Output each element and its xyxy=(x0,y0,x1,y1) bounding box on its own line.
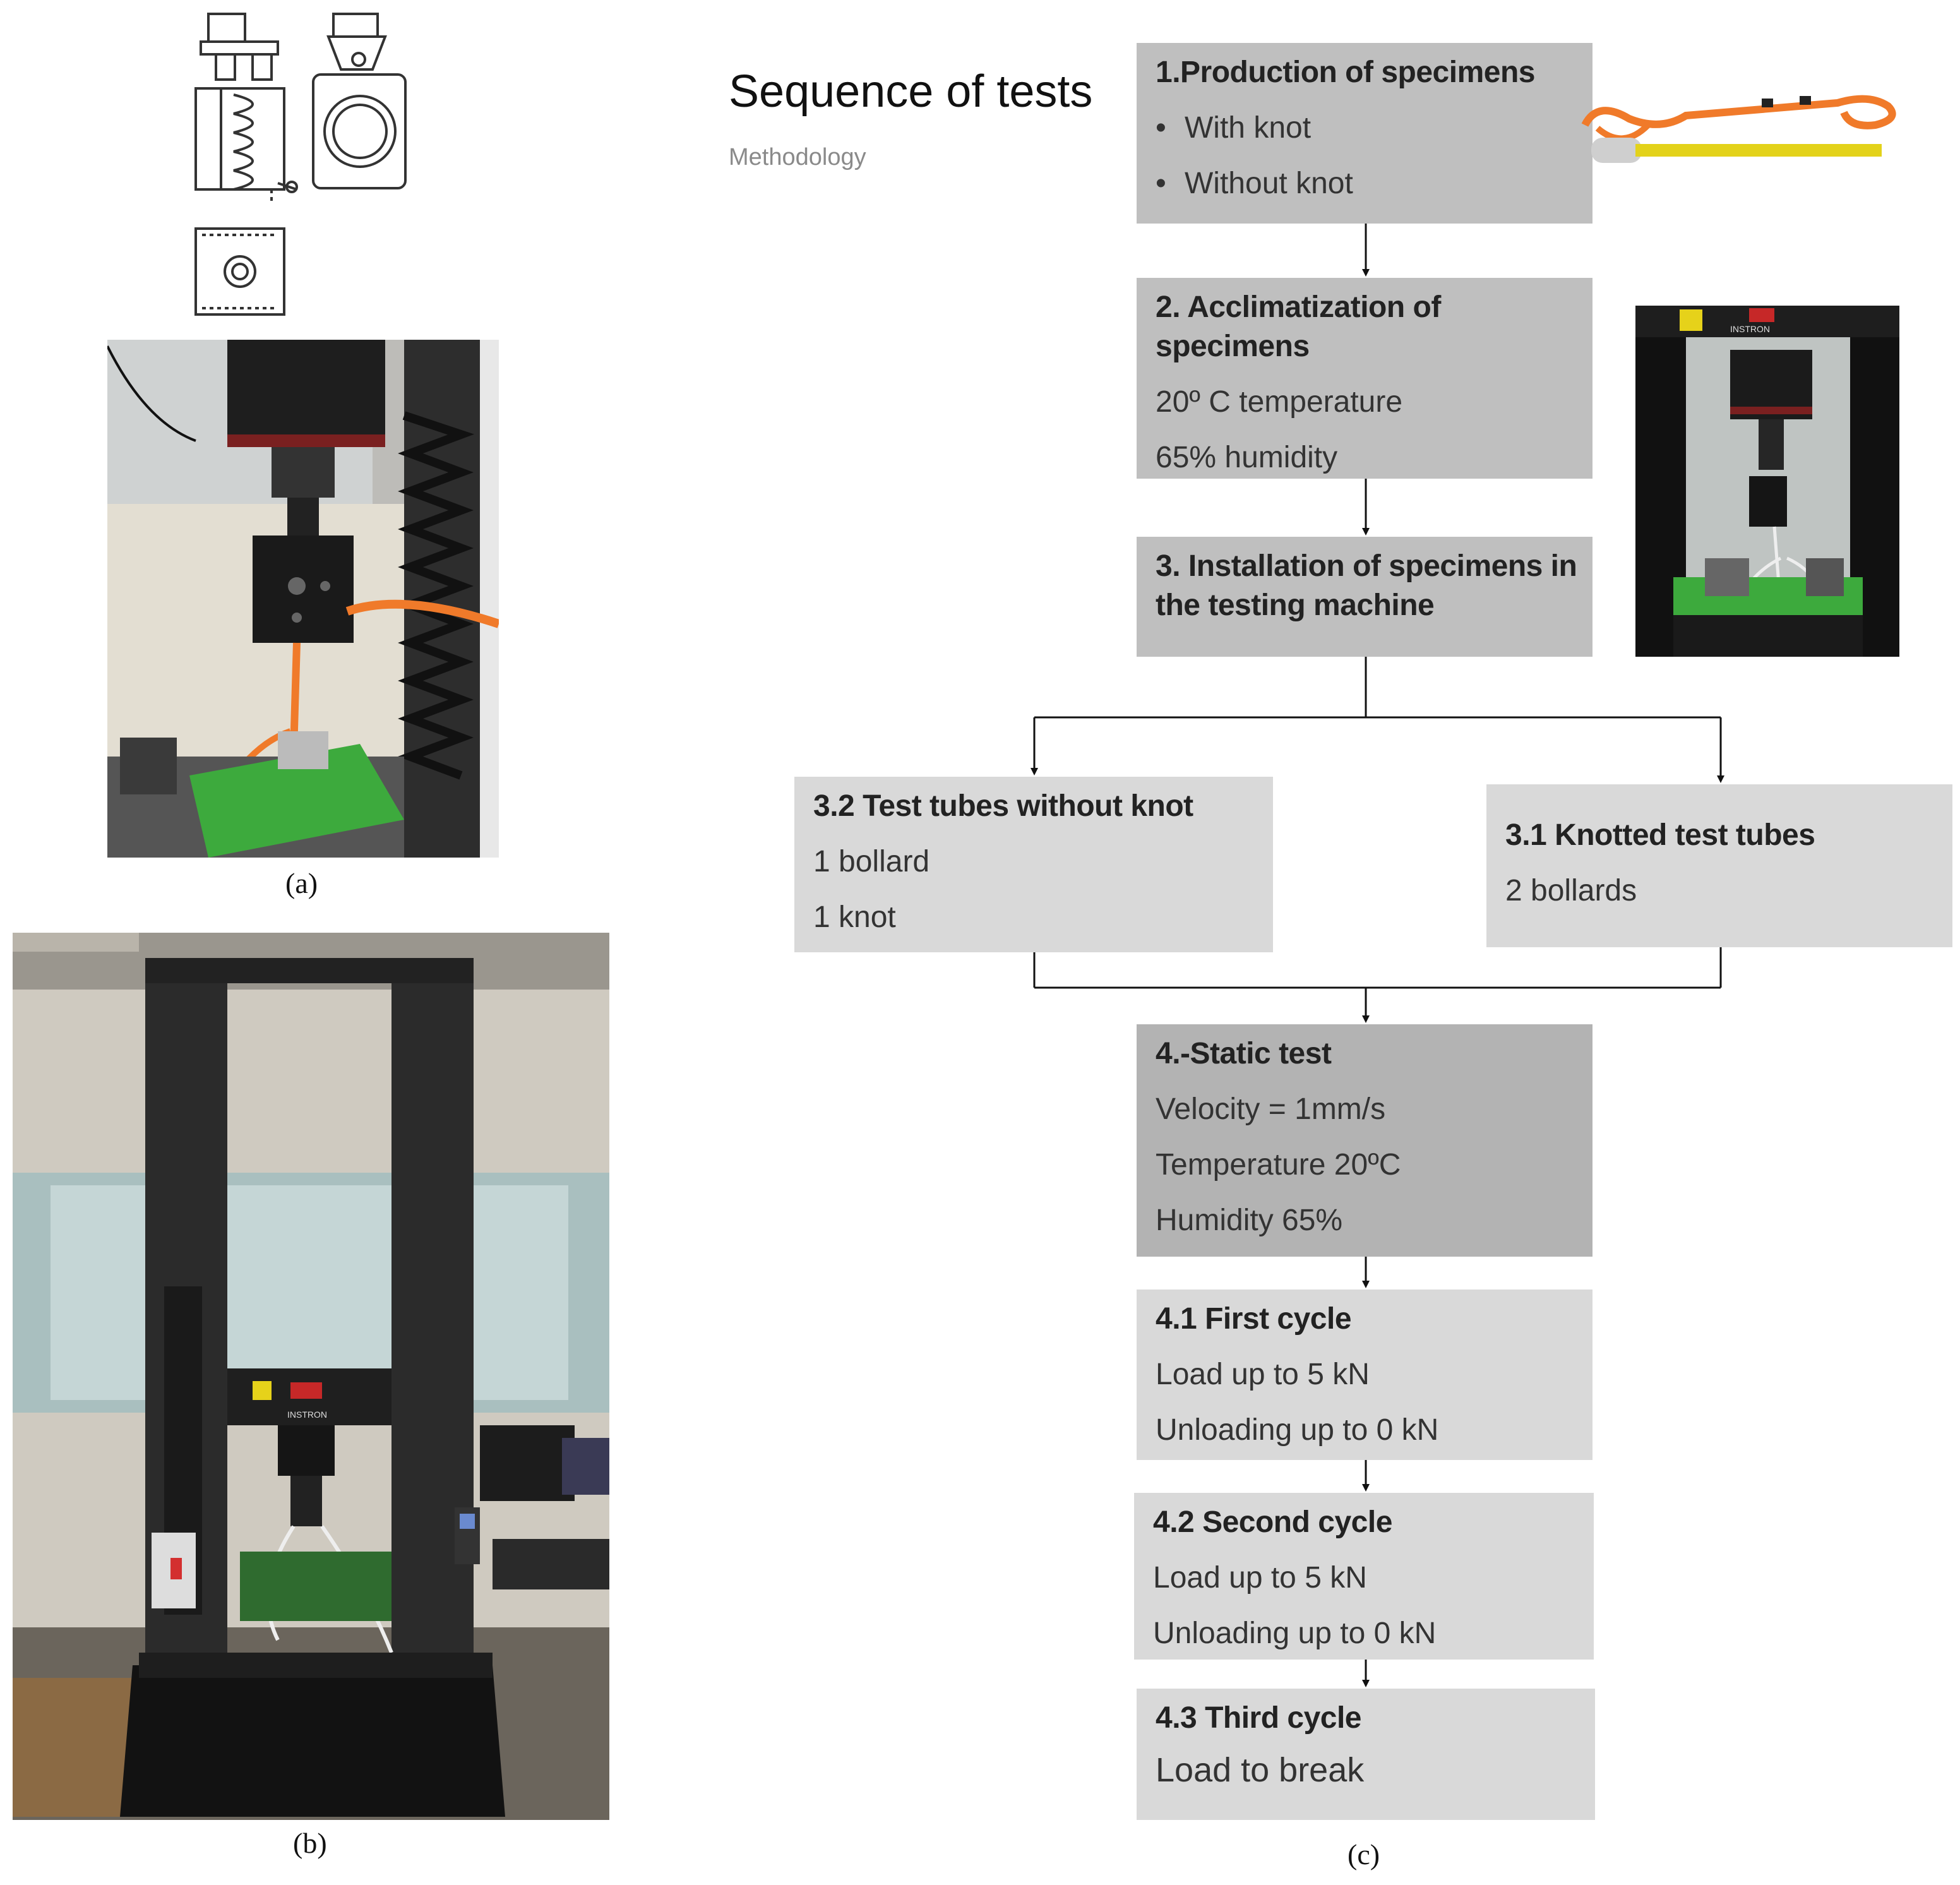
step-item: Unloading up to 0 kN xyxy=(1156,1413,1439,1447)
step-production-of-specimens: 1.Production of specimens With knot With… xyxy=(1137,43,1592,224)
step-item: 2 bollards xyxy=(1505,874,1637,907)
step-item: Velocity = 1mm/s xyxy=(1156,1092,1386,1126)
step-title: 2. Acclimatization of specimens xyxy=(1156,290,1441,363)
step-item: Load to break xyxy=(1156,1751,1365,1789)
step-item: Load up to 5 kN xyxy=(1156,1358,1370,1391)
step-item: With knot xyxy=(1156,109,1574,148)
step-title: 3.2 Test tubes without knot xyxy=(813,789,1193,823)
instron-label-small: INSTRON xyxy=(1730,324,1770,334)
step-second-cycle: 4.2 Second cycle Load up to 5 kN Unloadi… xyxy=(1134,1493,1594,1660)
step-title: 4.-Static test xyxy=(1156,1037,1332,1070)
step-title: 3.1 Knotted test tubes xyxy=(1505,818,1815,852)
photo-instron-machine: INSTRON xyxy=(13,933,609,1820)
step-title: 4.2 Second cycle xyxy=(1153,1505,1392,1539)
step-item: 1 knot xyxy=(813,901,896,934)
caption-a: (a) xyxy=(285,867,318,899)
step-test-tubes-without-knot: 3.2 Test tubes without knot 1 bollard 1 … xyxy=(794,777,1273,952)
photo-specimen-installed: INSTRON xyxy=(1635,306,1899,657)
step-item: Without knot xyxy=(1156,164,1574,203)
step-item: Load up to 5 kN xyxy=(1153,1561,1367,1595)
step-title: 3. Installation of specimens in the test… xyxy=(1156,549,1577,622)
page-title: Sequence of tests xyxy=(729,66,1093,117)
step-item: 65% humidity xyxy=(1156,441,1338,474)
step-title: 1.Production of specimens xyxy=(1156,56,1535,89)
step-title: 4.3 Third cycle xyxy=(1156,1701,1362,1735)
photo-testing-fixture xyxy=(107,340,499,858)
caption-c: (c) xyxy=(1348,1838,1380,1870)
step-first-cycle: 4.1 First cycle Load up to 5 kN Unloadin… xyxy=(1137,1290,1592,1460)
page-subtitle: Methodology xyxy=(729,144,866,171)
step-item: Unloading up to 0 kN xyxy=(1153,1617,1437,1650)
step-item: Humidity 65% xyxy=(1156,1204,1343,1237)
step-third-cycle: 4.3 Third cycle Load to break xyxy=(1137,1689,1595,1820)
step-title: 4.1 First cycle xyxy=(1156,1302,1352,1336)
instron-label-large: INSTRON xyxy=(287,1409,327,1420)
step-acclimatization: 2. Acclimatization of specimens 20º C te… xyxy=(1137,278,1592,479)
step-item: 20º C temperature xyxy=(1156,385,1403,419)
step-knotted-test-tubes: 3.1 Knotted test tubes 2 bollards xyxy=(1486,784,1952,947)
step-installation: 3. Installation of specimens in the test… xyxy=(1137,537,1592,657)
caption-b: (b) xyxy=(293,1827,327,1859)
step-item: 1 bollard xyxy=(813,845,930,878)
step-static-test: 4.-Static test Velocity = 1mm/s Temperat… xyxy=(1137,1024,1592,1257)
photo-rope-specimen xyxy=(1572,81,1901,169)
step-item: Temperature 20ºC xyxy=(1156,1148,1401,1182)
